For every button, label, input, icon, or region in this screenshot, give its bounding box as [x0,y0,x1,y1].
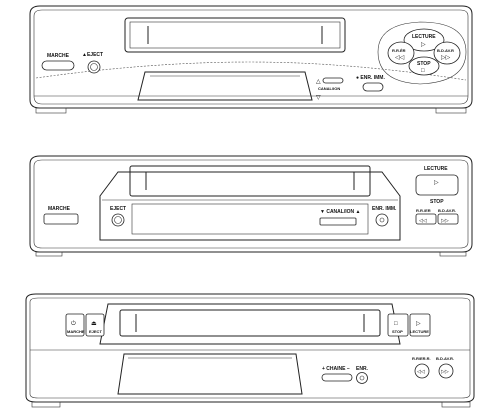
vcr-2-foot-left [35,251,63,257]
vcr-3-channel-label: + CHAINE – [322,366,350,372]
vcr-1-lower-flap[interactable] [137,71,313,101]
vcr-1-eject-button[interactable] [87,60,101,74]
vcr-1-stop-icon: □ [421,68,425,74]
vcr-1-cassette-slot[interactable] [124,17,346,53]
vcr-3: ⏻ MARCHE ⏏ EJECT □ STOP ▷ LECTURE + CHAI… [25,293,475,408]
vcr-2-play-button[interactable] [415,174,459,196]
vcr-1-power-button[interactable] [41,60,75,71]
vcr-1-stop-button[interactable] [408,56,440,76]
vcr-1-power-label: MARCHE [47,53,70,59]
vcr-1-transport-bezel [377,21,467,85]
vcr-2-power-label: MARCHE [48,206,71,212]
vcr-3-power-label: MARCHE [67,329,85,334]
vcr-3-stop-label: STOP [392,329,403,334]
vcr-2-fast-forward-icon: ▷▷ [441,218,449,224]
vcr-3-stop-button[interactable] [387,313,409,337]
vcr-3-fast-forward-icon: ▷▷ [441,369,449,375]
vcr-2-foot-right [439,251,467,257]
vcr-1-channel-up-icon[interactable]: △ [316,79,321,85]
vcr-3-power-icon: ⏻ [71,320,76,327]
vcr-3-stop-icon: □ [394,321,398,327]
vcr-1-record-label: ● ENR. IMM. [356,75,385,81]
vcr-3-record-button-dot [359,375,365,381]
vcr-2-eject-button[interactable] [111,213,125,227]
vcr-1-foot-left [35,107,67,114]
vcr-1-panel-divider [35,61,467,81]
vcr-1-stop-label: STOP [417,61,431,67]
vcr-3-eject-icon: ⏏ [91,321,97,327]
vcr-1-channel-label: CANAL/ION [318,86,340,91]
vcr-3-lower-flap[interactable] [117,353,303,395]
vcr-1-fast-forward-label: B.D.AV.R [437,48,454,53]
vcr-1-cassette-door [129,21,341,49]
vcr-1-rewind-button[interactable] [387,41,415,65]
vcr-3-play-button[interactable] [409,313,431,337]
vcr-3-play-icon: ▷ [416,321,421,327]
vcr-1-channel-button[interactable] [322,77,344,84]
vcr-2-record-button-dot [379,217,385,223]
vcr-3-rewind-icon: ◁◁ [417,369,425,375]
vcr-1-play-label: LECTURE [412,34,436,40]
vcr-3-foot-left [31,401,61,408]
vcr-2-stop-label: STOP [430,199,444,205]
vcr-2-cassette-slot[interactable] [129,165,371,197]
vcr-1: MARCHE ▲EJECT △ CANAL/ION ▽ ● ENR. IMM. … [29,5,473,114]
vcr-2-channel-button[interactable] [319,217,357,226]
vcr-3-rewind-button[interactable] [414,363,430,379]
vcr-3-power-button[interactable] [65,313,85,337]
vcr-2-eject-button-ring [114,216,122,224]
vcr-3-eject-label: EJECT [89,329,102,334]
vcr-2-play-label: LECTURE [424,166,448,172]
vcr-2-play-icon: ▷ [434,180,439,186]
vcr-2-slot-frame [99,171,401,241]
vcr-3-record-button[interactable] [356,372,368,384]
vcr-1-record-button[interactable] [362,82,384,92]
vcr-2-rewind-label: R.R./ER [416,208,431,213]
vcr-3-fast-forward-button[interactable] [438,363,454,379]
vcr-1-eject-button-ring [90,63,98,71]
vcr-1-foot-right [435,107,467,114]
vcr-2-eject-label: EJECT [110,206,126,212]
vcr-3-inner-outline [29,297,471,399]
vcr-2-fast-forward-label: B.D.AV.R. [438,208,456,213]
vcr-1-rewind-icon: ◁◁ [395,55,405,61]
vcr-2-channel-label: ▼ CANAL/ION ▲ [320,209,360,215]
vcr-1-play-icon: ▷ [421,42,426,48]
vcr-1-play-button[interactable] [403,28,445,52]
vcr-3-body [25,293,475,403]
vcr-2-fast-forward-button[interactable] [437,213,459,225]
vcr-1-transport-cluster: LECTURE ▷ R.R.ÉR ◁◁ B.D.AV.R ▷▷ STOP □ [377,21,467,85]
vcr-2-rewind-icon: ◁◁ [419,218,427,224]
vcr-2-body [29,155,473,253]
vcr-1-eject-label: ▲EJECT [82,52,103,58]
vcr-3-eject-button[interactable] [85,313,105,337]
vcr-3-channel-button[interactable] [321,373,353,382]
vcr-1-rewind-label: R.R.ÉR [392,48,406,53]
vcr-1-channel-down-icon[interactable]: ▽ [316,95,321,101]
vcr-2-lower-flap[interactable] [131,203,369,235]
vcr-2: MARCHE EJECT ▼ CANAL/ION ▲ ENR. IMM. LEC… [29,155,473,257]
vcr-2-rewind-button[interactable] [415,213,437,225]
vcr-2-record-button[interactable] [375,213,389,227]
vcr-2-inner-outline [33,159,469,249]
vcr-3-rewind-label: R.R/ER.R. [412,356,431,361]
vcr-1-fast-forward-icon: ▷▷ [441,55,451,61]
vcr-3-play-label: LECTURE [410,329,429,334]
vcr-3-fast-forward-label: B.D.AV.R. [436,356,454,361]
vcr-3-cassette-slot[interactable] [119,309,381,337]
vcr-3-record-label: ENR. [356,366,369,372]
vcr-2-power-button[interactable] [43,213,79,225]
vcr-1-body [29,5,473,109]
vcr-2-record-label: ENR. IMM. [372,206,397,212]
vcr-1-fast-forward-button[interactable] [433,41,461,65]
vcr-3-foot-right [441,401,471,408]
